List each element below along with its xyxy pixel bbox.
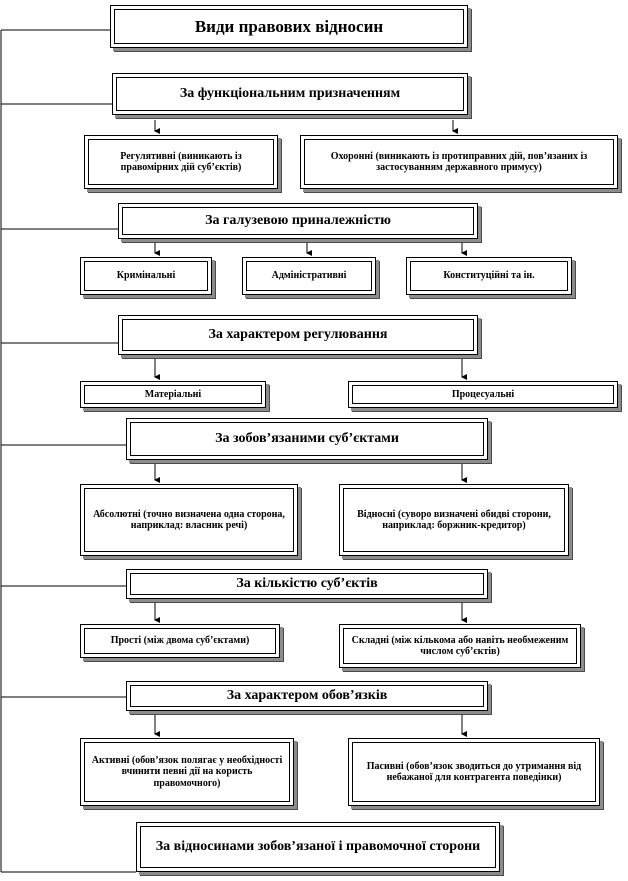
category-functional: За функціональним призначенням xyxy=(112,73,468,115)
category-regulation: За характером регулювання xyxy=(118,315,478,355)
category-branch: За галузевою приналежністю xyxy=(118,203,478,239)
diagram-title: Види правових відносин xyxy=(110,5,468,48)
category-obligated-authorized: За відносинами зобов’язаної і правомочно… xyxy=(136,822,500,872)
item-constitutional: Конституційні та ін. xyxy=(406,257,572,295)
item-relative: Відносні (суворо визначені обидві сторон… xyxy=(339,484,569,556)
item-criminal: Кримінальні xyxy=(80,257,212,295)
item-passive: Пасивні (обов’язок зводиться до утриманн… xyxy=(348,738,600,806)
category-duties: За характером обов’язків xyxy=(126,681,488,711)
item-active: Активні (обов’язок полягає у необхідност… xyxy=(80,738,294,806)
item-procedural: Процесуальні xyxy=(348,381,618,408)
item-material: Матеріальні xyxy=(80,381,266,408)
category-subject-count: За кількістю суб’єктів xyxy=(126,569,488,599)
item-regulatory: Регулятивні (виникають із правомірних ді… xyxy=(84,135,278,189)
item-administrative: Адміністративні xyxy=(242,257,376,295)
category-obligated-subjects: За зобов’язаними суб’єктами xyxy=(126,418,488,460)
item-protective: Охоронні (виникають із протиправних дій,… xyxy=(300,135,618,189)
item-simple: Прості (між двома суб’єктами) xyxy=(80,624,280,658)
item-absolute: Абсолютні (точно визначена одна сторона,… xyxy=(80,484,298,556)
item-complex: Складні (між кількома або навіть необмеж… xyxy=(339,624,581,668)
